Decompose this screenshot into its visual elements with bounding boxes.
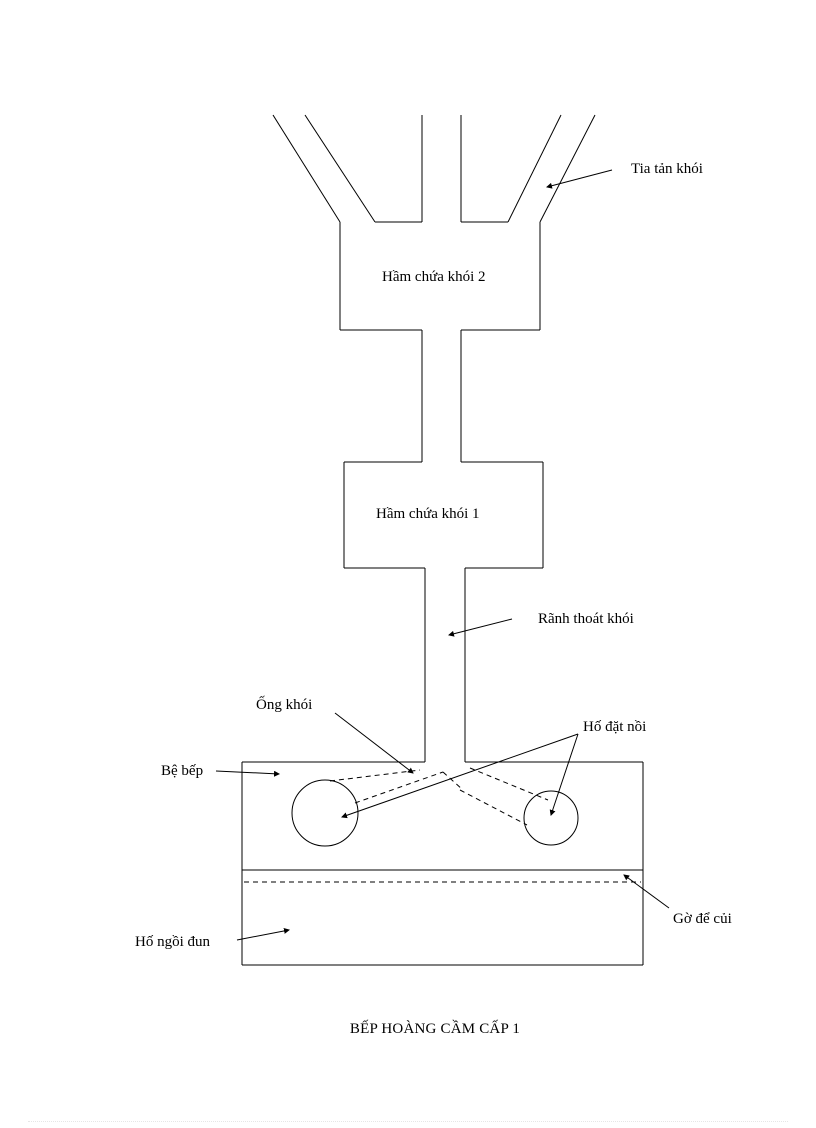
label-ham-chua-khoi-2: Hầm chứa khói 2	[382, 269, 486, 285]
label-text: Gờ để củi	[673, 911, 732, 927]
label-text: Ống khói	[256, 695, 312, 713]
smoke-chamber-1	[343, 461, 544, 569]
label-text: Hố đặt nồi	[583, 719, 646, 735]
diagram-caption: BẾP HOÀNG CẦM CẤP 1	[350, 1020, 520, 1037]
label-text: Hố ngồi đun	[135, 934, 211, 950]
label-tia-tan-khoi: Tia tản khói	[546, 161, 703, 189]
smoke-exhaust-channel	[424, 568, 466, 762]
smoke-chamber-2	[339, 222, 541, 331]
stove-base	[241, 761, 644, 966]
connecting-duct	[421, 330, 462, 462]
label-ho-ngoi-dun: Hố ngồi đun	[135, 927, 290, 950]
pot-hole-small	[523, 790, 579, 846]
label-go-de-cui: Gờ để củi	[623, 874, 732, 927]
pot-hole-large	[291, 779, 359, 847]
label-text: Tia tản khói	[631, 161, 703, 177]
underground-flues	[329, 767, 549, 826]
label-ho-dat-noi: Hố đặt nồi	[341, 719, 646, 819]
label-ong-khoi: Ống khói	[256, 695, 414, 774]
page-divider	[28, 1121, 788, 1122]
label-be-bep: Bệ bếp	[161, 763, 280, 779]
label-ranh-thoat-khoi: Rãnh thoát khói	[448, 611, 634, 637]
label-text: Rãnh thoát khói	[538, 611, 634, 627]
label-text: Bệ bếp	[161, 763, 203, 779]
smoke-funnel	[272, 114, 596, 223]
label-ham-chua-khoi-1: Hầm chứa khói 1	[376, 506, 480, 522]
